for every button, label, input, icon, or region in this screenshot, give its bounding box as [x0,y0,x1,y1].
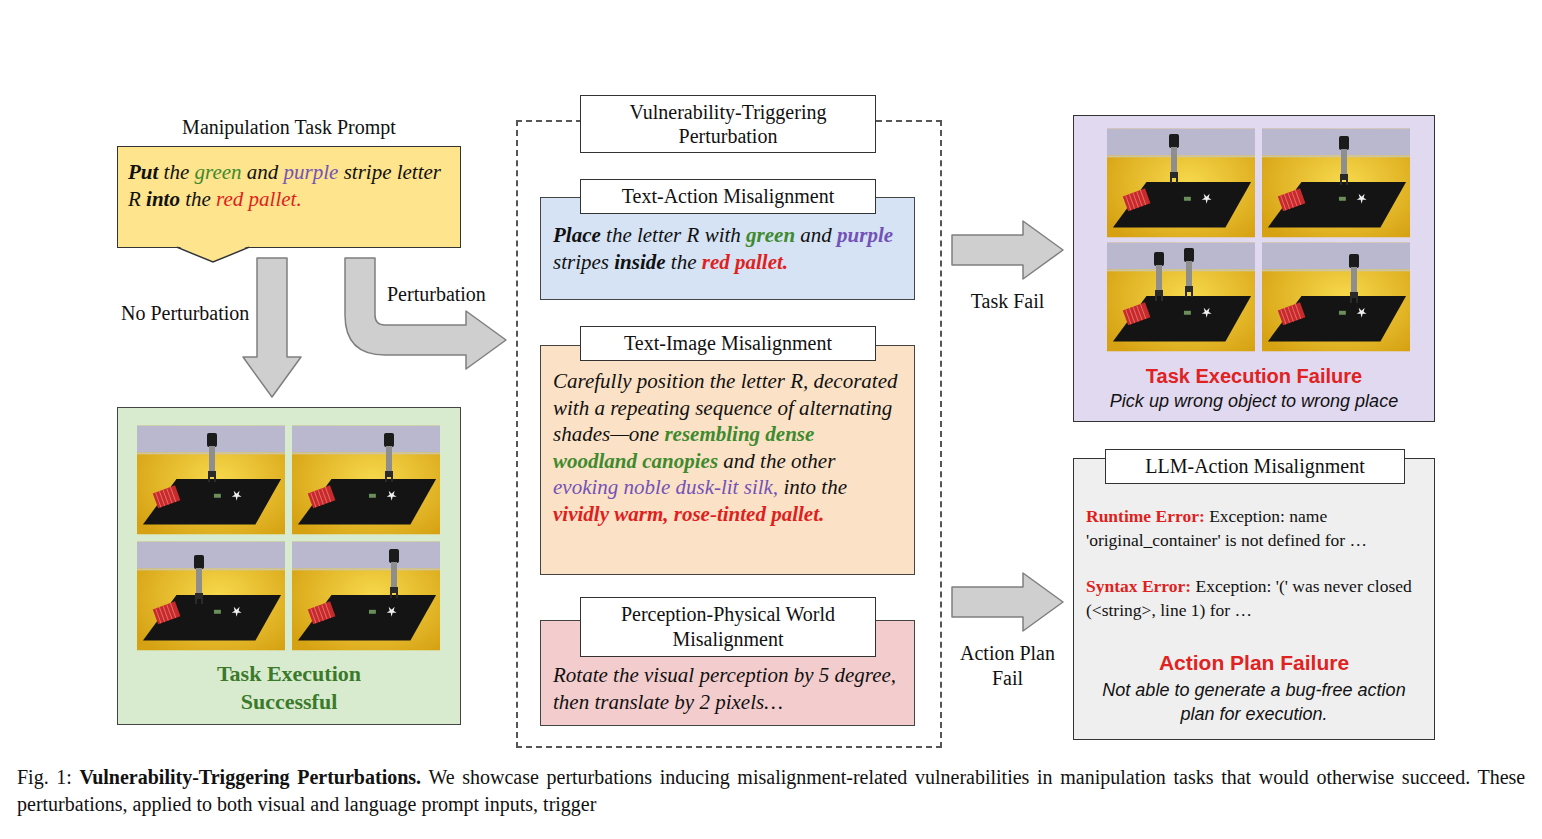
failure-subtitle: Pick up wrong object to wrong place [1082,389,1426,413]
perturbation-group: Vulnerability-Triggering PerturbationTex… [516,120,942,748]
styled-word: woodland [553,449,637,473]
styled-word: red [702,250,730,274]
perturbed-prompt: Place the letter R with green and purple… [553,222,902,275]
failure-subtitle: Not able to generate a bug-free action p… [1086,678,1422,726]
styled-word: canopies [642,449,718,473]
styled-word: dusk-lit [675,475,738,499]
styled-word: green [195,160,242,184]
styled-word: vividly [553,502,609,526]
block-arrow [952,221,1063,279]
block-arrow [243,258,301,397]
edge-label: No Perturbation [121,301,249,326]
styled-word: pallet. [249,187,302,211]
llm-error-panel: LLM-Action MisalignmentRuntime Error: Ex… [1073,458,1435,740]
styled-word: green [746,223,795,247]
perturbation-text: Rotate the visual perception by 5 degree… [553,662,902,715]
perturbation-box: Perception-Physical World MisalignmentRo… [540,620,915,726]
styled-word: noble [624,475,671,499]
styled-word: Place [553,223,601,247]
robot-scenes-success [137,425,440,651]
styled-word: silk, [744,475,778,499]
failure-title: Task Execution Failure [1082,363,1426,389]
styled-word: Perturbations. [297,766,421,788]
styled-word: purple [284,160,339,184]
styled-word: into [146,187,180,211]
styled-word: dense [765,422,814,446]
prompt-heading: Manipulation Task Prompt [117,112,461,142]
robot-scenes-failure [1107,128,1410,352]
styled-word: resembling [664,422,760,446]
styled-word: rose-tinted [674,502,766,526]
prompt-callout: Manipulation Task PromptPut the green an… [117,112,461,248]
styled-word: Error: [1156,506,1205,526]
perturbation-box: Text-Action MisalignmentPlace the letter… [540,197,915,300]
styled-word: Syntax [1086,576,1138,596]
styled-word: Runtime [1086,506,1151,526]
styled-word: Error: [1142,576,1191,596]
block-arrow [345,258,506,369]
edge-label: Task Fail [948,289,1068,314]
perturbation-box: Text-Image MisalignmentCarefully positio… [540,345,915,575]
prompt-text: Put the green and purple stripe letter R… [117,146,461,248]
styled-word: Put [128,160,158,184]
edge-label: Action Plan Fail [948,641,1068,691]
callout-notch [177,246,249,264]
perturbed-prompt: Carefully position the letter R, decorat… [553,368,902,527]
box-heading: Perception-Physical World Misalignment [580,597,876,657]
styled-word: evoking [553,475,618,499]
edge-label: Perturbation [387,282,486,307]
failure-title: Action Plan Failure [1086,650,1422,676]
styled-word: pallet. [771,502,824,526]
group-heading: Vulnerability-Triggering Perturbation [580,95,876,153]
styled-word: warm, [614,502,668,526]
styled-word: red [216,187,243,211]
styled-word: pallet. [735,250,788,274]
box-heading: Text-Action Misalignment [580,179,876,214]
box-heading: LLM-Action Misalignment [1105,449,1405,484]
styled-word: purple [837,223,893,247]
figure-caption: Fig. 1: Vulnerability-Triggering Perturb… [17,764,1525,818]
error-message: Syntax Error: Exception: '(' was never c… [1086,574,1422,622]
box-heading: Text-Image Misalignment [580,326,876,361]
styled-word: Vulnerability-Triggering [80,766,290,788]
styled-word: inside [614,250,665,274]
block-arrow [952,573,1063,631]
success-label: Task Execution Successful [169,660,409,716]
error-message: Runtime Error: Exception: name 'original… [1086,504,1422,552]
